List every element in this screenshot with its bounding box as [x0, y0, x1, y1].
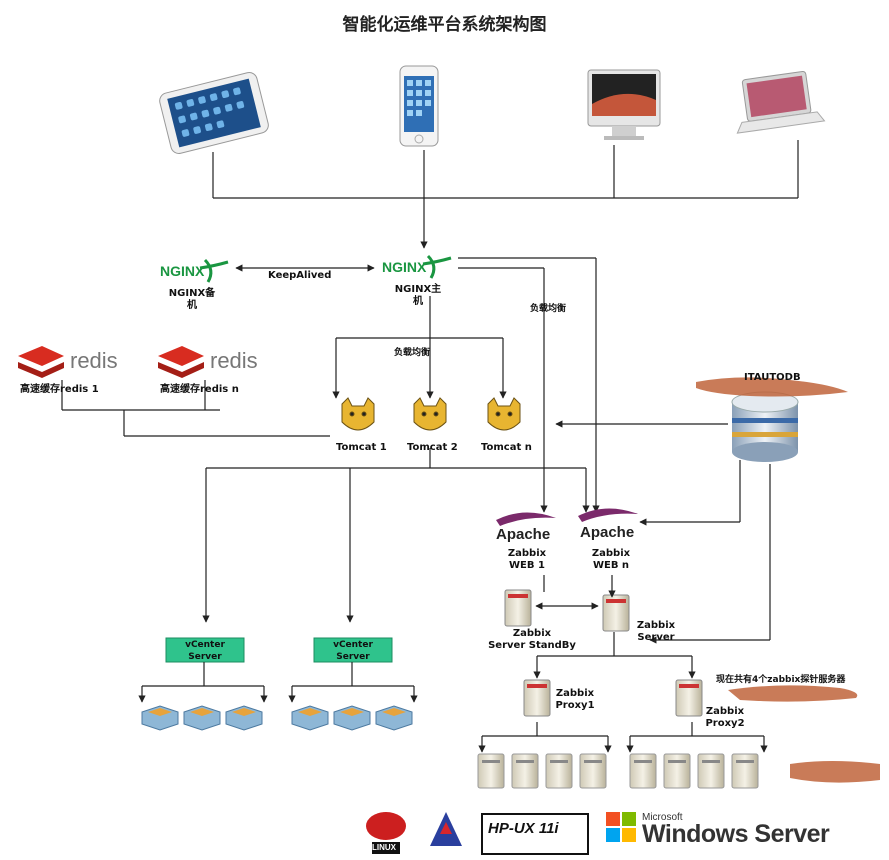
- redis-logo-text: redis: [210, 348, 258, 373]
- apache-logo-text-1: Apache: [496, 526, 551, 543]
- nginx-backup-logo: NGINX: [160, 258, 229, 283]
- zabbix-proxy1-label: Zabbix Proxy1: [552, 688, 598, 712]
- vcenter-2-line2: Server: [336, 652, 370, 662]
- redhat-linux-logo: [366, 812, 406, 854]
- nginx-logo-text: NGINX: [382, 259, 427, 275]
- nginx-backup-label: NGINX备 机: [162, 288, 222, 312]
- zabbix-server-icons: [504, 589, 703, 717]
- device-connection-lines: [212, 140, 799, 249]
- vcenter-1-line1: vCenter: [185, 640, 225, 650]
- zabbix-web-1-label: Zabbix WEB 1: [504, 548, 550, 572]
- hpux-logo-text: HP-UX 11i: [488, 820, 559, 837]
- zabbix-proxy2-label: Zabbix Proxy2: [702, 706, 748, 730]
- tomcat-n-label: Tomcat n: [481, 442, 532, 453]
- zabbix-probe-note: 现在共有4个zabbix探针服务器: [716, 675, 846, 685]
- zabbix-proxy2-line1: Zabbix: [705, 706, 745, 717]
- redaction-scribbles: [696, 377, 880, 783]
- microsoft-logo-text: Microsoft: [642, 812, 683, 823]
- nginx-main-logo: NGINX: [382, 254, 452, 279]
- tomcat-icons: [341, 397, 521, 431]
- zabbix-proxy1-line2: Proxy1: [555, 700, 595, 711]
- zabbix-server-line1: Zabbix: [636, 620, 676, 631]
- zabbix-web-n-label: Zabbix WEB n: [588, 548, 634, 572]
- apache-feather-1: [496, 512, 556, 526]
- redis-logo-1: redis: [18, 346, 118, 378]
- apache-logo-text-n: Apache: [580, 524, 635, 541]
- vcenter-lines: [138, 662, 418, 703]
- tomcat-vcenter-lines: [202, 448, 590, 623]
- macbook-icon: [736, 70, 826, 134]
- nginx-main-lines: [332, 257, 600, 513]
- imac-icon: [587, 69, 661, 140]
- tomcat-1-label: Tomcat 1: [336, 442, 387, 453]
- zabbix-standby-line2: Server StandBy: [488, 640, 576, 651]
- vcenter-server-1-label: vCenter Server: [166, 639, 244, 663]
- diagram-title: 智能化运维平台系统架构图: [342, 15, 547, 35]
- load-balance-label-apache: 负载均衡: [530, 304, 567, 314]
- vcenter-2-line1: vCenter: [333, 640, 373, 650]
- hpux-logo: [481, 813, 589, 855]
- redis-logo-n: redis: [158, 346, 258, 378]
- tomcat-2-label: Tomcat 2: [407, 442, 458, 453]
- redis-logo-text: redis: [70, 348, 118, 373]
- zabbix-lines: [478, 575, 768, 753]
- esxi-host-icons: [141, 705, 413, 731]
- zabbix-proxy1-line1: Zabbix: [555, 688, 595, 699]
- iphone-icon: [399, 65, 439, 147]
- vcenter-boxes: [165, 637, 393, 663]
- redis-cache-1-label: 高速缓存redis 1: [20, 384, 99, 395]
- zabbix-web-n-line2: WEB n: [592, 560, 630, 571]
- vcenter-1-line2: Server: [188, 652, 222, 662]
- esxi-host-tops: [148, 708, 406, 716]
- zabbix-standby-label: Zabbix Server StandBy: [482, 628, 582, 652]
- ipad-icon: [159, 72, 269, 154]
- itautodb-label: ITAUTODB: [744, 372, 801, 383]
- redis-lines: [61, 380, 330, 437]
- zabbix-web-1-line2: WEB 1: [509, 560, 545, 571]
- nginx-logo-text: NGINX: [160, 263, 205, 279]
- zabbix-proxy2-line2: Proxy2: [705, 718, 745, 729]
- nginx-backup-label-line2: 机: [187, 300, 197, 311]
- nginx-main-label: NGINX主 机: [388, 284, 448, 308]
- nginx-main-label-line2: 机: [413, 296, 423, 307]
- zabbix-web-n-line1: Zabbix: [591, 548, 631, 559]
- redis-cache-n-label: 高速缓存redis n: [160, 384, 239, 395]
- itautodb-database-icon: [731, 391, 799, 462]
- zabbix-server-line2: Server: [637, 632, 675, 643]
- proxy-managed-servers: [477, 753, 759, 789]
- database-lines: [555, 420, 771, 644]
- zabbix-web-1-line1: Zabbix: [507, 548, 547, 559]
- linux-logo-text: LINUX: [372, 843, 396, 852]
- zabbix-standby-line1: Zabbix: [512, 628, 552, 639]
- vcenter-server-2-label: vCenter Server: [314, 639, 392, 663]
- load-balance-label-tomcat: 负载均衡: [394, 348, 431, 358]
- windows-server-logo-text: Windows Server: [642, 820, 830, 848]
- unix-logo: [430, 812, 462, 846]
- zabbix-server-label: Zabbix Server: [636, 620, 676, 644]
- nginx-backup-label-line1: NGINX备: [168, 288, 216, 299]
- nginx-main-label-line1: NGINX主: [394, 284, 442, 295]
- windows-flag-icon: [606, 812, 636, 842]
- apache-feather-n: [578, 508, 638, 522]
- keepalived-label: KeepAlived: [268, 270, 332, 281]
